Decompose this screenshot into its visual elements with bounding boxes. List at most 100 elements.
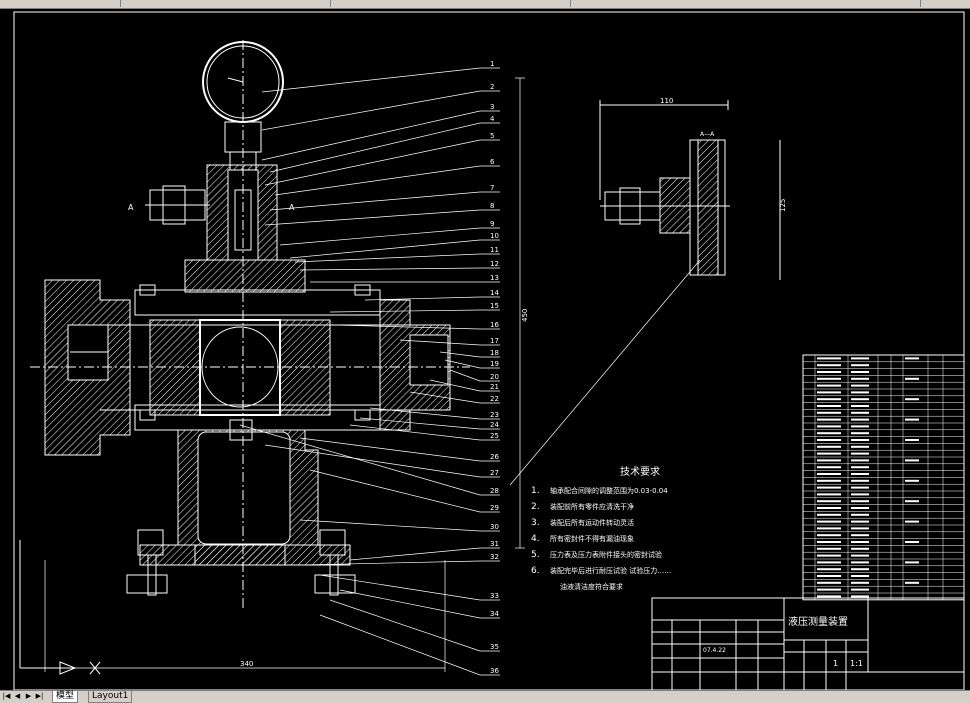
bom-cell-mark xyxy=(851,486,869,489)
part-label-1: 1 xyxy=(490,60,494,68)
bom-cell-mark xyxy=(851,575,869,577)
bom-table xyxy=(802,354,965,601)
bom-cell-mark xyxy=(851,439,869,441)
part-label-23: 23 xyxy=(490,411,499,419)
bom-cell-mark xyxy=(817,568,841,571)
part-label-2: 2 xyxy=(490,83,494,91)
part-label-29: 29 xyxy=(490,504,499,512)
part-label-27: 27 xyxy=(490,469,499,477)
leader-line-16 xyxy=(334,324,481,330)
toolbar-group-left[interactable] xyxy=(0,0,121,7)
leader-line-21 xyxy=(429,379,481,392)
bom-cell-mark xyxy=(817,500,841,503)
bom-cell-mark xyxy=(851,507,869,509)
bom-cell-mark xyxy=(905,439,919,441)
bom-cell-mark xyxy=(851,432,869,435)
dimension-width xyxy=(44,560,446,672)
bom-cell-mark xyxy=(817,534,841,537)
bom-cell-mark xyxy=(851,425,869,428)
title-block-sheet: 1 xyxy=(833,659,838,668)
prev-tab-icon[interactable]: ◀ xyxy=(14,692,21,700)
leader-line-31 xyxy=(349,547,481,561)
layout-tab-bar: |◀ ◀ ▶ ▶| 模型 Layout1 xyxy=(0,690,970,703)
bom-cell-mark xyxy=(817,588,841,591)
part-label-33: 33 xyxy=(490,592,499,600)
bom-cell-mark xyxy=(851,568,869,571)
bom-cell-mark xyxy=(851,418,869,421)
bom-cell-mark xyxy=(905,479,919,482)
bom-cell-mark xyxy=(851,473,869,475)
leader-line-14 xyxy=(364,296,481,301)
bom-cell-mark xyxy=(851,500,869,503)
bom-cell-mark xyxy=(817,398,841,401)
first-tab-icon[interactable]: |◀ xyxy=(2,692,11,700)
leader-line-2 xyxy=(261,90,481,131)
bom-cell-mark xyxy=(817,554,841,557)
tech-requirements-list: 1.轴承配合间隙的调整范围为0.03-0.042.装配前所有零件应清洗干净3.装… xyxy=(531,486,671,591)
part-label-13: 13 xyxy=(490,274,499,282)
part-label-5: 5 xyxy=(490,132,494,140)
bom-cell-mark xyxy=(905,541,919,543)
bom-cell-mark xyxy=(851,479,869,482)
leader-line-8 xyxy=(264,209,481,226)
part-label-22: 22 xyxy=(490,395,499,403)
bom-cell-mark xyxy=(817,459,841,462)
leader-line-30 xyxy=(299,519,481,532)
bom-cell-mark xyxy=(817,418,841,421)
leader-line-34 xyxy=(339,589,481,619)
bom-cell-mark xyxy=(851,364,869,367)
bom-cell-mark xyxy=(905,520,919,523)
tech-item-num: 3. xyxy=(531,518,540,528)
main-assembly-view xyxy=(30,40,470,610)
leader-line-33 xyxy=(319,574,481,601)
part-labels: 1234567891011121314151617181920212223242… xyxy=(490,60,499,675)
bom-cell-mark xyxy=(851,371,869,373)
part-label-20: 20 xyxy=(490,373,499,381)
leader-line-9 xyxy=(279,227,481,246)
bom-cell-mark xyxy=(851,513,869,516)
drawing-canvas[interactable]: A A 123456789101112131415161718192021222… xyxy=(0,8,970,690)
part-label-9: 9 xyxy=(490,220,494,228)
detail-view-aa xyxy=(599,100,781,280)
part-label-11: 11 xyxy=(490,246,499,254)
part-label-26: 26 xyxy=(490,453,499,461)
bom-cell-mark xyxy=(851,459,869,462)
bom-cell-mark xyxy=(905,398,919,401)
bom-cell-mark xyxy=(851,445,869,448)
bom-cell-mark xyxy=(817,371,841,373)
part-label-25: 25 xyxy=(490,432,499,440)
leader-line-20 xyxy=(449,369,481,382)
title-block xyxy=(651,597,965,690)
part-label-36: 36 xyxy=(490,667,499,675)
tech-item-num: 4. xyxy=(531,534,540,544)
bom-cell-mark xyxy=(817,364,841,367)
bom-cell-mark xyxy=(851,527,869,530)
toolbar-group-right[interactable] xyxy=(330,0,571,7)
bom-cell-mark xyxy=(851,561,869,564)
last-tab-icon[interactable]: ▶| xyxy=(35,692,44,700)
next-tab-icon[interactable]: ▶ xyxy=(25,692,32,700)
leader-line-22 xyxy=(409,391,481,404)
part-label-8: 8 xyxy=(490,202,494,210)
part-label-35: 35 xyxy=(490,643,499,651)
part-label-4: 4 xyxy=(490,115,495,123)
tech-item-text: 轴承配合间隙的调整范围为0.03-0.04 xyxy=(550,486,668,495)
leader-line-27 xyxy=(264,444,481,478)
part-label-3: 3 xyxy=(490,103,494,111)
bom-cell-mark xyxy=(905,418,919,421)
toolbar-group-far-right[interactable] xyxy=(570,0,921,7)
tab-model[interactable]: 模型 xyxy=(52,691,79,703)
toolbar-group-middle[interactable] xyxy=(120,0,331,7)
leader-line-19 xyxy=(444,359,481,369)
tab-layout1[interactable]: Layout1 xyxy=(88,691,133,703)
tech-item-num: 5. xyxy=(531,550,540,560)
bom-cell-mark xyxy=(817,479,841,482)
bom-cell-mark xyxy=(905,581,919,584)
leader-line-12 xyxy=(299,267,481,271)
leader-line-32 xyxy=(299,560,481,566)
bom-cell-mark xyxy=(851,493,869,496)
tech-item-text: 装配后所有运动件转动灵活 xyxy=(550,518,634,527)
detail-leader xyxy=(509,259,701,486)
bom-cell-mark xyxy=(817,507,841,509)
bom-cell-mark xyxy=(905,377,919,380)
